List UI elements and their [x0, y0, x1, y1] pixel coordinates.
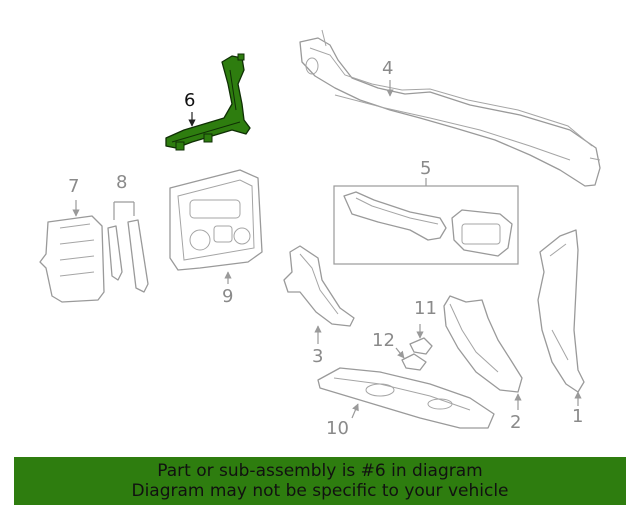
- part-11-clip[interactable]: [409, 337, 433, 355]
- banner-line-part: Part or sub-assembly is #6 in diagram: [157, 461, 483, 481]
- parts-diagram: [39, 29, 601, 429]
- part-5-group-box[interactable]: [333, 185, 519, 265]
- part-2-knee-panel[interactable]: [443, 295, 523, 393]
- callout-3[interactable]: 3: [312, 346, 324, 367]
- banner-line-disclaimer: Diagram may not be specific to your vehi…: [131, 481, 509, 501]
- info-banner: Part or sub-assembly is #6 in diagram Di…: [14, 457, 626, 505]
- callout-8[interactable]: 8: [116, 172, 128, 193]
- part-12-small-bracket[interactable]: [401, 353, 427, 371]
- callout-9[interactable]: 9: [222, 286, 234, 307]
- callout-12[interactable]: 12: [372, 330, 395, 351]
- part-3-bracket[interactable]: [283, 245, 355, 327]
- callout-4[interactable]: 4: [382, 58, 394, 79]
- callout-2[interactable]: 2: [510, 412, 522, 433]
- part-8-trim-strips[interactable]: [107, 201, 149, 293]
- callout-10[interactable]: 10: [326, 418, 349, 439]
- callout-7[interactable]: 7: [68, 176, 80, 197]
- part-10-reinforcement[interactable]: [317, 367, 495, 429]
- part-6-bracket-highlighted[interactable]: [165, 53, 251, 151]
- part-7-module[interactable]: [39, 215, 105, 303]
- callout-11[interactable]: 11: [414, 298, 437, 319]
- callout-1[interactable]: 1: [572, 406, 584, 427]
- part-9-center-bezel[interactable]: [169, 169, 263, 271]
- callout-6[interactable]: 6: [184, 90, 196, 111]
- part-4-dash-pad[interactable]: [299, 29, 601, 187]
- callout-5[interactable]: 5: [420, 158, 432, 179]
- part-1-side-panel[interactable]: [537, 229, 585, 393]
